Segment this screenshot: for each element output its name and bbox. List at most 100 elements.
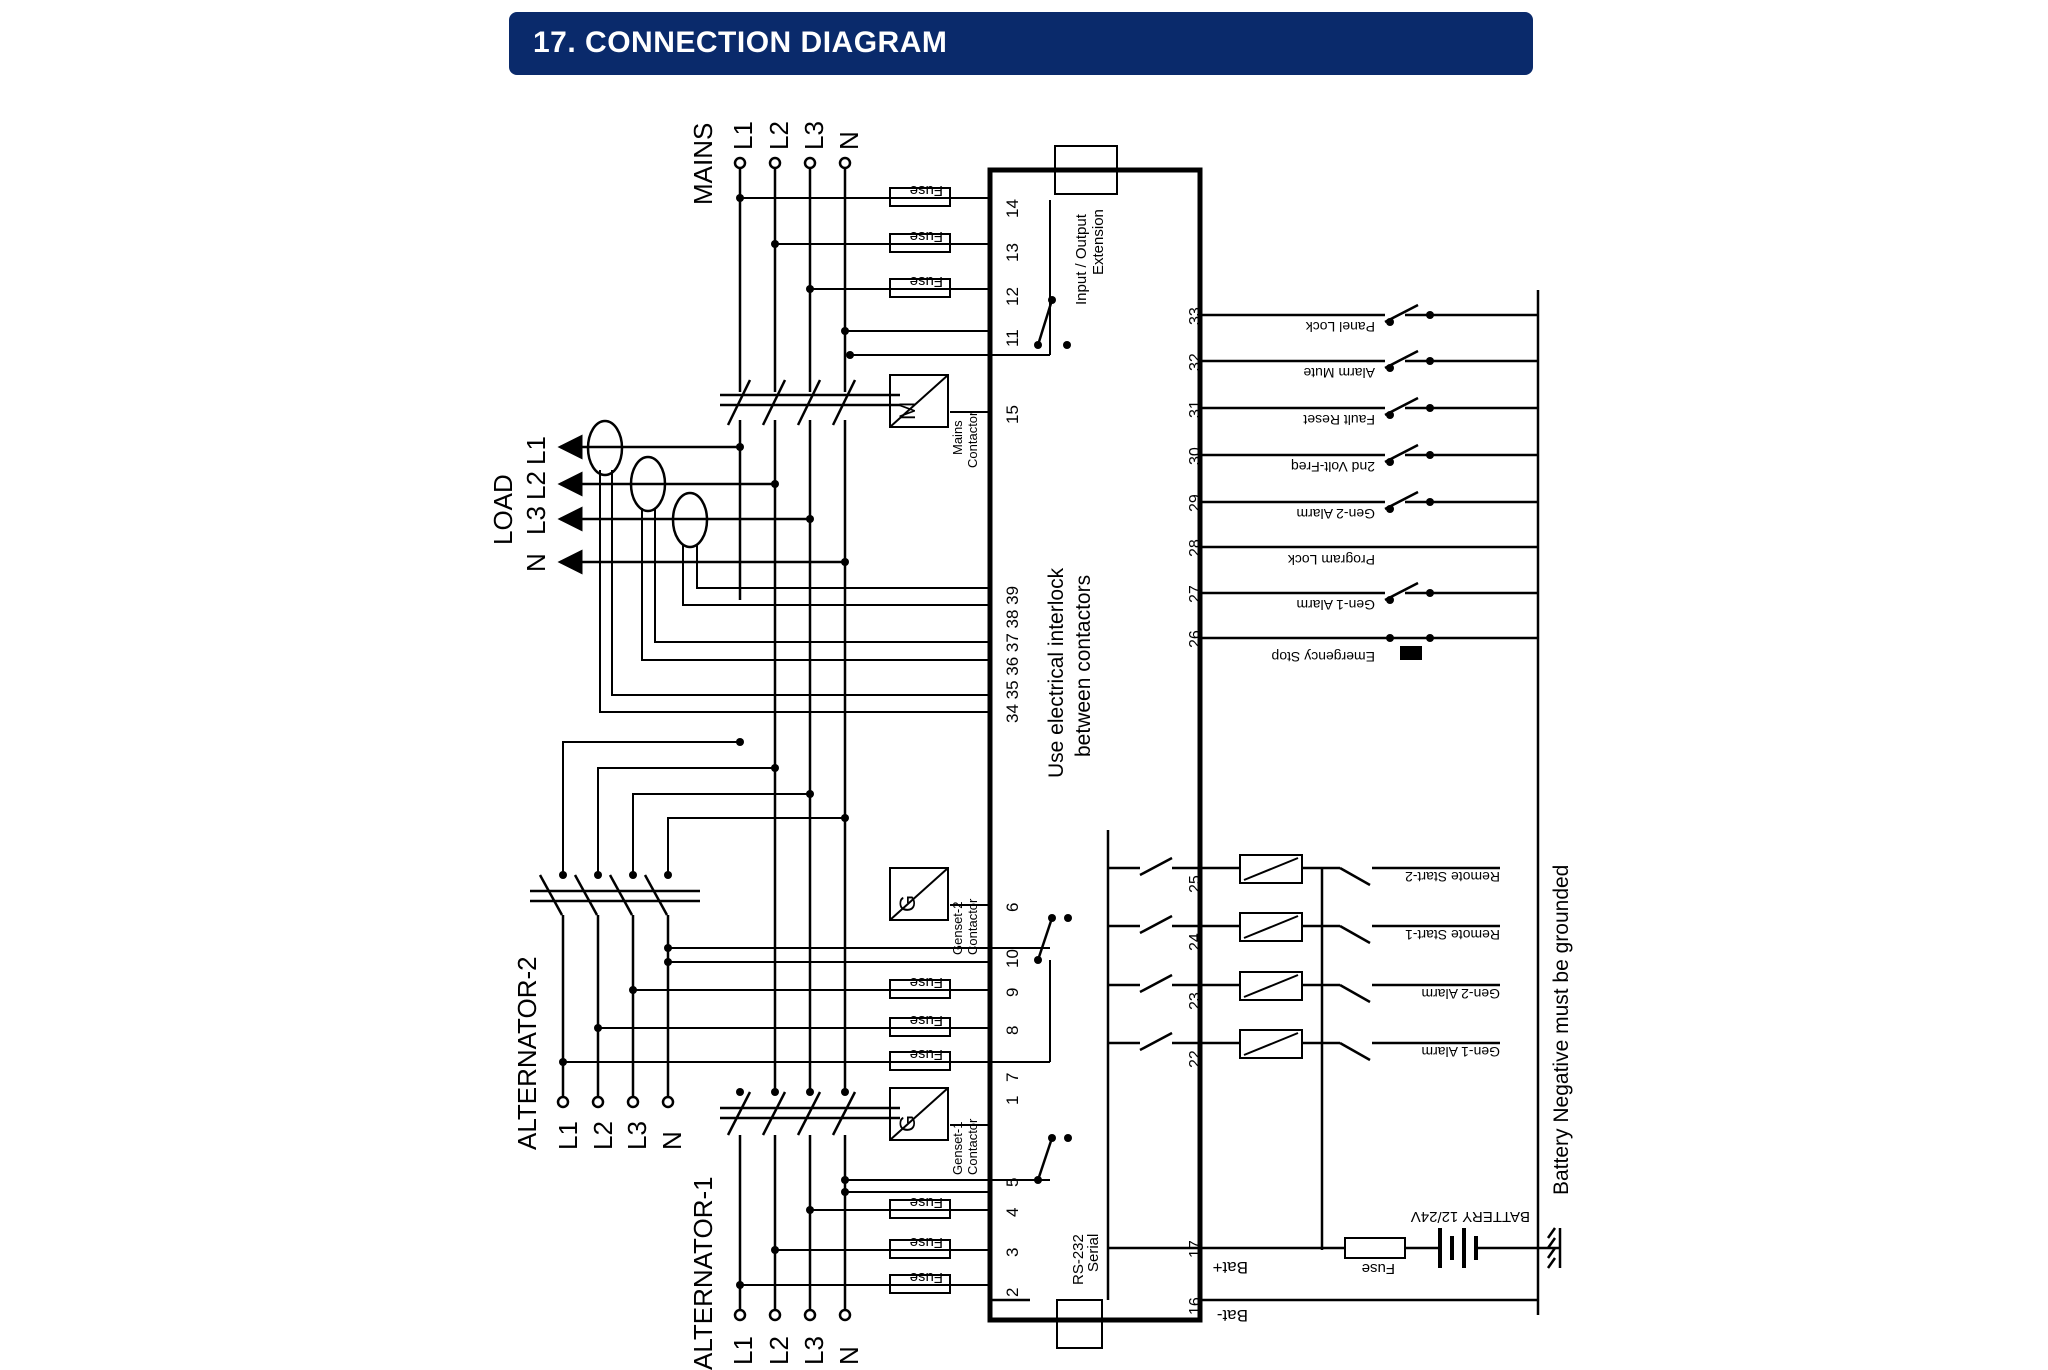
svg-text:Panel Lock: Panel Lock (1305, 319, 1375, 335)
svg-text:23: 23 (1187, 992, 1204, 1010)
section-header: 17. CONNECTION DIAGRAM (509, 12, 1533, 75)
svg-text:Alarm Mute: Alarm Mute (1303, 365, 1375, 381)
svg-text:L1: L1 (728, 1336, 758, 1365)
ct-terminal-numbers: 34 35 36 37 38 39 (1003, 586, 1022, 723)
svg-text:31: 31 (1187, 400, 1204, 418)
interlock-note-2: between contactors (1072, 575, 1095, 757)
svg-text:11: 11 (1003, 329, 1022, 347)
mains-l1-label: L1 (728, 121, 758, 150)
svg-text:N: N (521, 553, 551, 572)
alternator1-fuses: Fuse Fuse Fuse (736, 1124, 1072, 1294)
relay-gen1-alarm: 22 Gen-1 Alarm (1108, 1029, 1500, 1068)
power-supply: Fuse BATTERY 12/24V 17 Bat+ 16 Bat- (990, 1208, 1562, 1325)
svg-text:3: 3 (1003, 1248, 1022, 1257)
ground-note: Battery Negative must be grounded (1550, 865, 1573, 1195)
alternator2-phase-labels: L1 L2 L3 N (553, 1121, 687, 1150)
io-extension-port (1054, 145, 1118, 195)
svg-text:Remote Start-2: Remote Start-2 (1405, 869, 1500, 885)
load-phase-labels: L1 L2 L3 N (521, 436, 551, 572)
bat-minus-label: Bat- (1217, 1306, 1248, 1325)
svg-text:30: 30 (1187, 447, 1204, 465)
svg-text:L3: L3 (622, 1121, 652, 1150)
battery-label: BATTERY 12/24V (1411, 1208, 1530, 1225)
svg-text:29: 29 (1187, 494, 1204, 512)
input-2nd-volt-freq: 30 2nd Volt-Freq (1187, 443, 1538, 475)
io-extension-label-2: Extension (1090, 209, 1107, 275)
svg-text:M: M (895, 402, 920, 420)
battery-fuse-label: Fuse (1362, 1260, 1395, 1277)
svg-text:Contactor: Contactor (965, 898, 980, 955)
svg-text:1: 1 (1003, 1096, 1022, 1105)
svg-text:Gen-1 Alarm: Gen-1 Alarm (1296, 597, 1375, 613)
svg-text:L1: L1 (553, 1121, 583, 1150)
mains-l3-label: L3 (799, 121, 829, 150)
mains-label: MAINS (688, 123, 718, 205)
input-program-lock: 28 Program Lock (1187, 539, 1538, 568)
alternator1-label: ALTERNATOR-1 (688, 1176, 718, 1370)
svg-text:Fault Reset: Fault Reset (1303, 412, 1375, 428)
mains-phase-labels: L1 L2 L3 N (728, 121, 864, 150)
mains-bus-lines (733, 156, 852, 392)
current-transformers (586, 419, 990, 713)
relay-outputs: 25 Remote Start-2 24 Remote Start-1 23 G… (1106, 830, 1500, 1300)
load-label: LOAD (488, 474, 518, 545)
alternator1-terminal-numbers: 1 5 4 3 2 (1003, 1096, 1022, 1297)
bat-plus-terminal: 17 (1187, 1240, 1204, 1258)
input-fault-reset: 31 Fault Reset (1187, 396, 1538, 428)
svg-text:Fuse: Fuse (910, 974, 943, 991)
mains-fuses: Fuse Fuse Fuse (736, 182, 1050, 413)
svg-text:G: G (895, 895, 920, 912)
svg-text:Program Lock: Program Lock (1287, 552, 1375, 568)
svg-text:Emergency Stop: Emergency Stop (1271, 649, 1375, 665)
svg-text:Gen-2 Alarm: Gen-2 Alarm (1421, 986, 1500, 1002)
input-alarm-mute: 32 Alarm Mute (1187, 349, 1538, 381)
alternator2-fuses: Fuse Fuse Fuse (559, 904, 1072, 1071)
section-title: 17. CONNECTION DIAGRAM (533, 26, 948, 59)
genset1-contactor: G Genset-1 Contactor (889, 1087, 980, 1175)
rs232-label-2: Serial (1085, 1234, 1102, 1272)
svg-text:L3: L3 (799, 1336, 829, 1365)
svg-text:Fuse: Fuse (910, 228, 943, 245)
svg-text:28: 28 (1187, 539, 1204, 557)
svg-text:33: 33 (1187, 307, 1204, 325)
svg-text:7: 7 (1003, 1073, 1022, 1082)
svg-text:L2: L2 (764, 1336, 794, 1365)
svg-text:4: 4 (1003, 1208, 1022, 1217)
svg-text:Remote Start-1: Remote Start-1 (1405, 927, 1500, 943)
svg-text:Genset-2: Genset-2 (950, 902, 965, 955)
io-extension-label: Input / Output (1073, 213, 1090, 305)
relay-remote-start-2: 25 Remote Start-2 (1108, 854, 1500, 893)
svg-text:Contactor: Contactor (965, 411, 980, 468)
relay-remote-start-1: 24 Remote Start-1 (1108, 912, 1500, 951)
mains-n-label: N (834, 131, 864, 150)
svg-text:Fuse: Fuse (910, 1046, 943, 1063)
interlock-note: Use electrical interlock (1045, 567, 1068, 778)
bat-minus-terminal: 16 (1187, 1297, 1204, 1315)
svg-text:Fuse: Fuse (910, 273, 943, 290)
svg-text:8: 8 (1003, 1026, 1022, 1035)
input-panel-lock: 33 Panel Lock (1187, 303, 1538, 335)
svg-text:9: 9 (1003, 988, 1022, 997)
svg-text:Fuse: Fuse (910, 1234, 943, 1251)
controller-unit-box (987, 167, 1203, 1323)
svg-text:Contactor: Contactor (965, 1118, 980, 1175)
svg-text:24: 24 (1187, 933, 1204, 951)
svg-text:13: 13 (1003, 243, 1022, 262)
mains-relay-contact (1034, 200, 1071, 355)
input-gen1-alarm: 27 Gen-1 Alarm (1187, 581, 1538, 613)
svg-text:Mains: Mains (950, 420, 965, 455)
load-lines (557, 434, 849, 575)
alternator2-terminal-numbers: 6 10 9 8 7 (1003, 903, 1022, 1082)
genset2-contactor: G Genset-2 Contactor (889, 867, 980, 955)
svg-text:14: 14 (1003, 199, 1022, 218)
svg-text:5: 5 (1003, 1178, 1022, 1187)
alternator2-label: ALTERNATOR-2 (512, 956, 542, 1150)
svg-text:Genset-1: Genset-1 (950, 1122, 965, 1175)
svg-text:Fuse: Fuse (910, 1269, 943, 1286)
svg-text:G: G (895, 1115, 920, 1132)
alternator2-bus-lines (530, 738, 849, 1109)
input-emergency-stop: 26 Emergency Stop (1187, 630, 1538, 665)
rs232-label: RS-232 (1070, 1234, 1087, 1285)
svg-text:Gen-1 Alarm: Gen-1 Alarm (1421, 1044, 1500, 1060)
svg-text:2nd Volt-Freq: 2nd Volt-Freq (1291, 459, 1375, 475)
